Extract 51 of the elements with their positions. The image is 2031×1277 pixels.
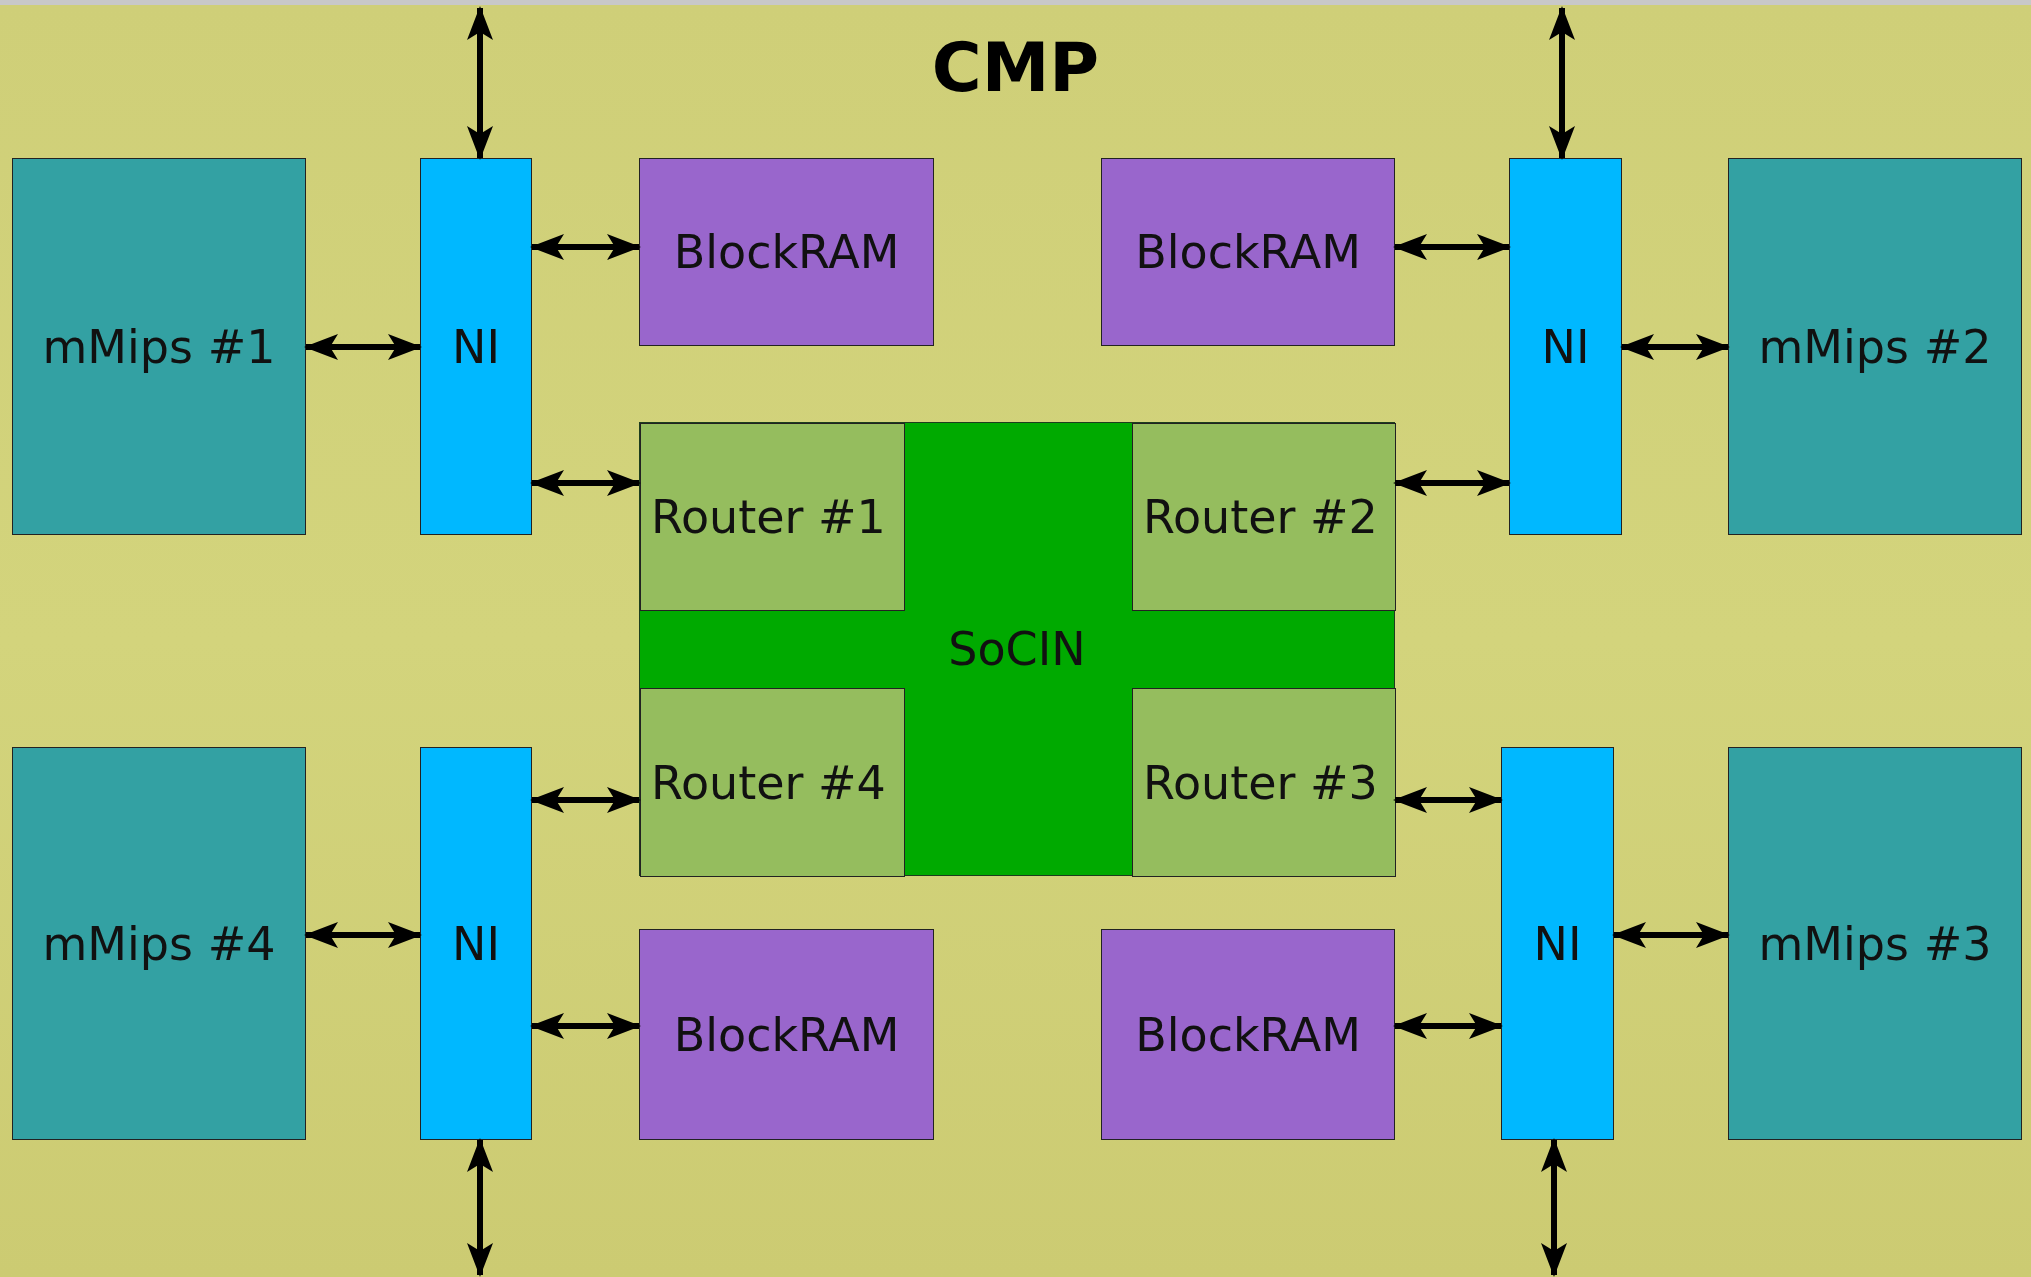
block-label: NI — [452, 916, 500, 971]
router-block — [1132, 423, 1396, 611]
block-label: Router #1 — [651, 490, 886, 544]
double-arrow — [1393, 1013, 1503, 1039]
double-arrow — [1393, 470, 1511, 496]
network-interface-block — [420, 747, 532, 1140]
network-interface-block — [1501, 747, 1614, 1140]
router-block — [640, 423, 905, 611]
double-arrow — [1612, 922, 1730, 948]
double-arrow — [304, 334, 422, 360]
block-label: Router #4 — [651, 755, 886, 810]
double-arrow — [467, 6, 493, 160]
double-arrow — [1549, 6, 1575, 160]
double-arrow — [1620, 334, 1730, 360]
memory-block — [1101, 158, 1395, 346]
memory-block — [639, 929, 934, 1140]
double-arrow — [1393, 234, 1511, 260]
double-arrow — [530, 1013, 641, 1039]
network-interface-block — [420, 158, 532, 535]
router-block — [640, 688, 905, 877]
processor-block — [1728, 158, 2022, 535]
diagram-title: CMP — [930, 28, 1101, 107]
block-label: BlockRAM — [1135, 1007, 1361, 1062]
block-label: mMips #3 — [1758, 916, 1992, 971]
block-label: mMips #4 — [42, 916, 276, 971]
block-label: mMips #2 — [1758, 319, 1992, 374]
double-arrow — [304, 922, 422, 948]
network-interface-block — [1509, 158, 1622, 535]
block-label: SoCIN — [948, 622, 1086, 676]
processor-block — [1728, 747, 2022, 1140]
block-label: NI — [1541, 319, 1590, 374]
processor-block — [12, 747, 306, 1140]
memory-block — [639, 158, 934, 346]
double-arrow — [530, 470, 641, 496]
double-arrow — [530, 234, 641, 260]
block-label: BlockRAM — [673, 225, 900, 279]
double-arrow — [467, 1138, 493, 1277]
double-arrow — [1393, 787, 1503, 813]
double-arrow — [1541, 1138, 1567, 1277]
memory-block — [1101, 929, 1395, 1140]
processor-block — [12, 158, 306, 535]
block-label: BlockRAM — [673, 1007, 900, 1062]
double-arrow — [530, 787, 641, 813]
block-label: NI — [1533, 916, 1582, 971]
block-label: Router #2 — [1143, 490, 1378, 544]
router-block — [1132, 688, 1396, 877]
network-on-chip-block — [639, 422, 1395, 876]
block-label: Router #3 — [1143, 755, 1378, 810]
block-label: NI — [452, 319, 500, 374]
block-label: mMips #1 — [42, 319, 276, 374]
block-label: BlockRAM — [1135, 225, 1361, 279]
